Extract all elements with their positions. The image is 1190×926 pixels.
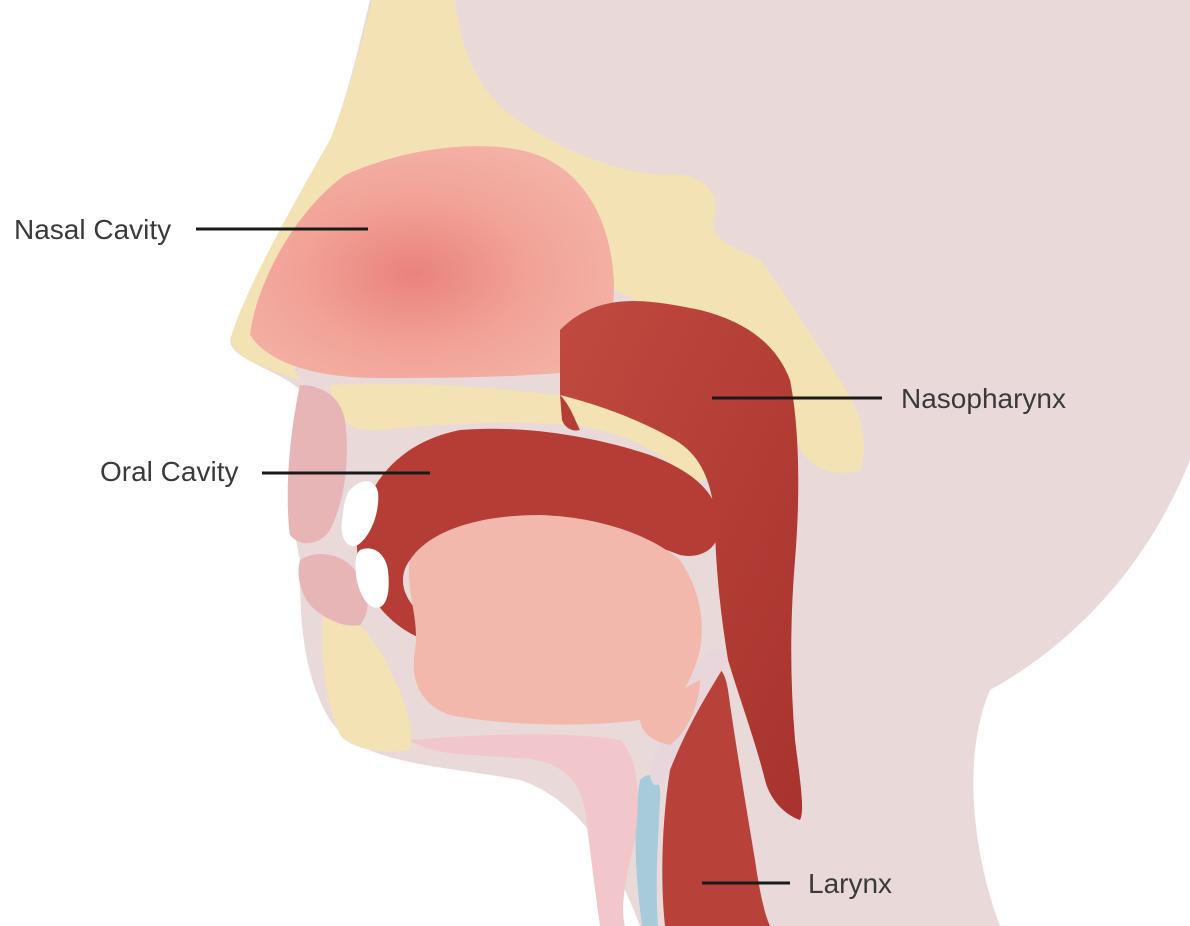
- label-nasal-cavity: Nasal Cavity: [14, 214, 171, 245]
- nasal-cavity-shape: [250, 146, 614, 378]
- label-nasopharynx: Nasopharynx: [901, 383, 1066, 414]
- tongue: [409, 515, 702, 725]
- label-larynx: Larynx: [808, 868, 892, 899]
- label-oral-cavity: Oral Cavity: [100, 456, 238, 487]
